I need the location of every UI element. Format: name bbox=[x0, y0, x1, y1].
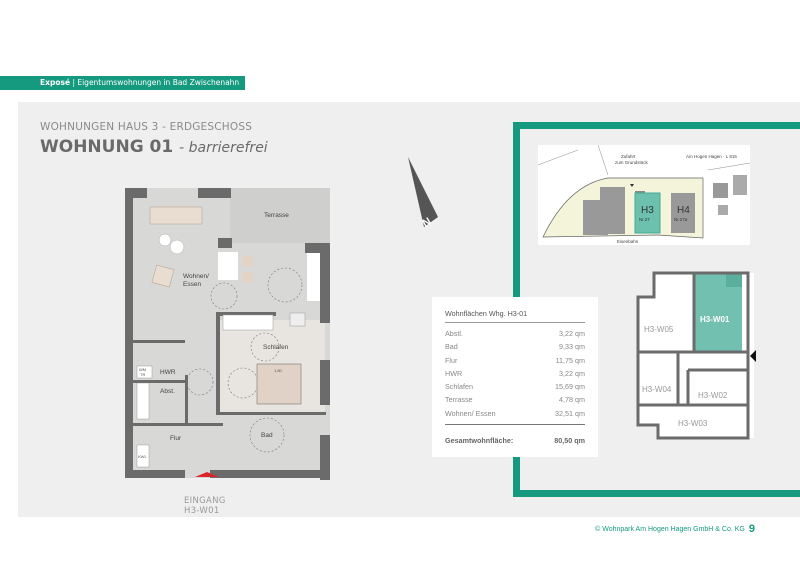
table-row: Wohnen/ Essen 32,51 qm bbox=[445, 409, 585, 422]
total-area: 80,50 qm bbox=[554, 436, 585, 446]
room-name: Wohnen/ Essen bbox=[445, 408, 496, 418]
h3-label: H3 bbox=[641, 205, 654, 216]
header-bar: Exposé | Eigentumswohnungen in Bad Zwisc… bbox=[0, 76, 245, 90]
table-row: Abstl. 3,22 qm bbox=[445, 329, 585, 342]
table-row: Schlafen 15,69 qm bbox=[445, 382, 585, 395]
title-suffix: - barrierefrei bbox=[179, 140, 268, 156]
room-area: 15,69 qm bbox=[555, 382, 585, 392]
table-row: Bad 9,33 qm bbox=[445, 342, 585, 355]
floor-plan: Terrasse Wohnen/ Essen Schlafen HWR Abst… bbox=[125, 188, 330, 480]
table-row: Flur 11,75 qm bbox=[445, 356, 585, 369]
room-label-hwr: HWR bbox=[160, 369, 176, 376]
room-area: 9,33 qm bbox=[559, 342, 585, 352]
room-area: 11,75 qm bbox=[555, 355, 585, 365]
rail-label: Eisenbahn bbox=[617, 239, 639, 244]
room-name: Flur bbox=[445, 355, 458, 365]
total-row: Gesamtwohnfläche: 80,50 qm bbox=[445, 424, 585, 445]
room-name: Abstl. bbox=[445, 329, 463, 338]
site-plan: Zufahrt zum Grundstück Am Hogen Hagen · … bbox=[537, 144, 751, 245]
kwl-label: KWL bbox=[138, 454, 147, 459]
key-plan: H3-W05 H3-W01 H3-W04 H3-W02 H3-W03 bbox=[636, 270, 766, 484]
bed-width-label: 1,80 bbox=[274, 368, 283, 373]
table-row: Terrasse 4,78 qm bbox=[445, 395, 585, 408]
table-row: HWR 3,22 qm bbox=[445, 369, 585, 382]
copyright: © Wohnpark Am Hogen Hagen GmbH & Co. KG bbox=[595, 526, 745, 533]
h3-number: Nr.27 bbox=[639, 217, 650, 222]
room-label-wohnen: Wohnen/ bbox=[183, 273, 209, 280]
area-table-title: Wohnflächen Whg. H3-01 bbox=[445, 309, 585, 323]
unit-w03: H3-W03 bbox=[678, 419, 708, 428]
access-label-1: Zufahrt bbox=[621, 154, 636, 159]
room-label-terrasse: Terrasse bbox=[264, 212, 289, 219]
unit-w05: H3-W05 bbox=[644, 325, 674, 334]
wm-label: WM bbox=[139, 367, 146, 372]
unit-w01: H3-W01 bbox=[700, 315, 730, 324]
room-area: 3,22 qm bbox=[559, 329, 585, 338]
h4-number: Nr.27a bbox=[674, 217, 688, 222]
area-table: Wohnflächen Whg. H3-01 Abstl. 3,22 qm Bad… bbox=[432, 297, 598, 457]
room-label-flur: Flur bbox=[170, 435, 182, 442]
total-label: Gesamtwohnfläche: bbox=[445, 436, 514, 446]
room-name: Bad bbox=[445, 342, 458, 352]
access-label-2: zum Grundstück bbox=[615, 160, 649, 165]
tr-label: TR bbox=[140, 372, 145, 377]
page-subheading: WOHNUNGEN HAUS 3 - ERDGESCHOSS bbox=[40, 121, 253, 133]
page-title: WOHNUNG 01 - barrierefrei bbox=[40, 137, 268, 157]
room-area: 4,78 qm bbox=[559, 395, 585, 405]
north-arrow-icon: N bbox=[408, 157, 438, 230]
entrance-text: EINGANG bbox=[184, 496, 226, 506]
header-subtitle: Eigentumswohnungen in Bad Zwischenahn bbox=[77, 78, 240, 87]
section-label: Exposé bbox=[40, 78, 71, 87]
room-area: 3,22 qm bbox=[559, 368, 585, 378]
room-name: HWR bbox=[445, 368, 463, 378]
entrance-unit: H3-W01 bbox=[184, 506, 220, 516]
street-label: Am Hogen Hagen · L 815 bbox=[686, 154, 737, 159]
room-label-essen: Essen bbox=[183, 281, 201, 288]
room-area: 32,51 qm bbox=[555, 408, 585, 418]
unit-w02: H3-W02 bbox=[698, 391, 728, 400]
separator: | bbox=[72, 78, 75, 87]
h4-label: H4 bbox=[677, 205, 690, 216]
room-label-abst: Abst. bbox=[160, 388, 175, 395]
title-text: WOHNUNG 01 bbox=[40, 137, 174, 157]
room-label-schlafen: Schlafen bbox=[263, 344, 289, 351]
room-name: Terrasse bbox=[445, 395, 473, 405]
room-label-bad: Bad bbox=[261, 432, 273, 439]
page-number: 9 bbox=[748, 523, 755, 535]
room-name: Schlafen bbox=[445, 382, 473, 392]
unit-w04: H3-W04 bbox=[642, 385, 672, 394]
